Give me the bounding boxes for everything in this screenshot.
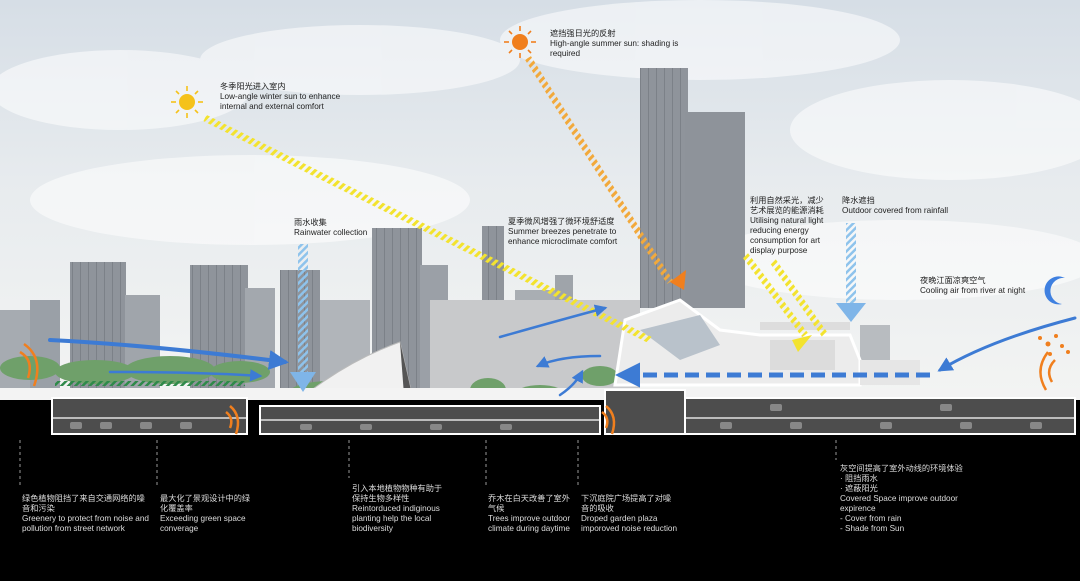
noise-icon-right (1039, 351, 1056, 391)
summer-sun-ray (525, 56, 673, 284)
pavilion-roof (303, 341, 413, 396)
annotation-breezes: 夏季微风增强了微环境舒适度 Summer breezes penetrate t… (508, 217, 618, 246)
museum-building (613, 298, 920, 387)
annotation-cooling-air: 夜晚江面凉爽空气 Cooling air from river at night (920, 276, 1026, 295)
annotation-garden-noise: 下沉庭院广场提高了对噪 音的吸收 Droped garden plaza imp… (581, 494, 678, 533)
annotation-natural-light: 利用自然采光，减少 艺术展览的能源消耗 Utilising natural li… (750, 196, 824, 255)
winter-sun-ray (203, 114, 652, 344)
noise-icon-left (19, 342, 39, 387)
annotation-covered-space: 灰空间提高了室外动线的环境体验 · 阻挡雨水 · 遮蔽阳光 Covered Sp… (840, 464, 963, 533)
annotation-rainwater: 雨水收集 Rainwater collection (294, 218, 368, 237)
noise-icon-basement-left (225, 405, 240, 435)
rainwater-stream (298, 244, 308, 372)
rainwater-arrow-icon (290, 372, 316, 392)
rainfall-stream (846, 223, 856, 303)
annotation-rainfall: 降水遮挡 Outdoor covered from rainfall (842, 196, 949, 215)
moon-icon (1044, 276, 1065, 305)
reflection-arrow-icon (670, 270, 686, 290)
wind-flow (48, 304, 1077, 397)
annotation-greenery-noise: 绿色植物阻挡了来自交通网络的噪 音和污染 Greenery to protect… (22, 494, 149, 533)
green-roof-strip (55, 381, 245, 386)
air-particles-icon (1038, 334, 1070, 356)
natural-light-ray-2 (769, 257, 828, 338)
natural-light-ray-1 (742, 252, 808, 338)
annotation-biodiversity: 引入本地植物物种有助于 保持生物多样性 Reintorduced indigin… (352, 484, 443, 533)
clouds (0, 0, 1080, 300)
light-arrow-icon (792, 335, 812, 352)
summer-sun-icon (504, 26, 536, 58)
parked-cars (70, 404, 1042, 430)
annotation-summer-sun: 遮挡强日光的反射 High-angle summer sun: shading … (550, 29, 679, 58)
noise-icon-garden (601, 405, 616, 435)
annotation-trees-climate: 乔木在白天改善了室外 气候 Trees improve outdoor clim… (488, 494, 571, 533)
annotation-green-coverage: 最大化了景观设计中的绿 化覆盖率 Exceeding green space c… (160, 494, 251, 533)
rainfall-arrow-icon (836, 303, 866, 322)
winter-sun-icon (171, 86, 203, 118)
guide-lines (19, 440, 837, 488)
annotation-winter-sun: 冬季阳光进入室内 Low-angle winter sun to enhance… (220, 82, 341, 111)
